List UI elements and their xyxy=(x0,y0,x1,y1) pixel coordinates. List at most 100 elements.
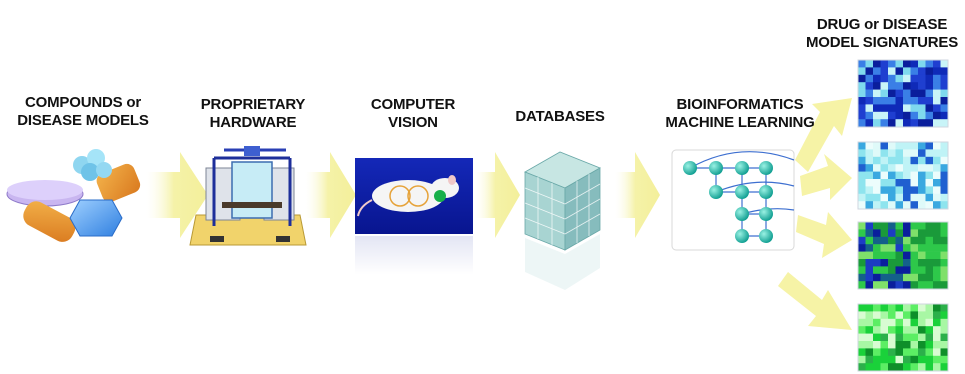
heatmap-cell xyxy=(910,201,919,209)
heatmap-frame xyxy=(857,303,949,372)
label-compounds: COMPOUNDS or DISEASE MODELS xyxy=(8,94,158,130)
heatmap-cell xyxy=(918,229,926,238)
heatmap-cell xyxy=(858,236,866,245)
heatmap-cell xyxy=(910,281,919,289)
heatmap-cell xyxy=(940,311,949,320)
heatmap-cell xyxy=(888,355,896,364)
heatmap-cell xyxy=(910,119,919,127)
heatmap-cell xyxy=(903,149,911,158)
heatmap-cell xyxy=(873,119,881,127)
heatmap-cell xyxy=(858,171,866,180)
heatmap-cell xyxy=(865,229,874,238)
heatmap-cell xyxy=(858,104,866,113)
label-vision-line2: VISION xyxy=(388,114,438,131)
mouse-icon xyxy=(355,158,473,274)
heatmap-cell xyxy=(873,179,881,187)
heatmap-cell xyxy=(858,244,866,252)
heatmap-cell xyxy=(918,201,926,209)
heatmap-cell xyxy=(895,104,904,113)
arrow-fan-1 xyxy=(795,98,852,172)
heatmap-cell xyxy=(903,201,911,209)
heatmap-cell xyxy=(873,193,881,202)
heatmap-cell xyxy=(940,74,949,83)
heatmap-cell xyxy=(940,119,949,127)
heatmap-cell xyxy=(888,304,896,312)
heatmap-cell xyxy=(903,104,911,113)
heatmap-cell xyxy=(880,281,889,289)
heatmap-cell xyxy=(903,355,911,364)
compound-shapes-icon xyxy=(6,149,141,242)
heatmap-cell xyxy=(940,149,949,158)
heatmap-cell xyxy=(910,74,919,83)
heatmap-cell xyxy=(895,179,904,187)
heatmap-cell xyxy=(925,229,934,238)
heatmap-cell xyxy=(888,259,896,267)
heatmap-cell xyxy=(910,304,919,312)
heatmap-cell xyxy=(888,333,896,342)
heatmap-cell xyxy=(858,164,866,172)
heatmap-cell xyxy=(910,229,919,238)
heatmap-cell xyxy=(933,104,941,113)
heatmap-cell xyxy=(933,193,941,202)
heatmap-cell xyxy=(873,244,881,252)
heatmap-cell xyxy=(925,74,934,83)
heatmap-cell xyxy=(858,363,866,371)
heatmap-cell xyxy=(940,171,949,180)
heatmap-cell xyxy=(903,304,911,312)
heatmap-cell xyxy=(888,318,896,327)
heatmap-cell xyxy=(925,60,934,68)
label-vision: COMPUTER VISION xyxy=(348,96,478,132)
heatmap-cell xyxy=(880,355,889,364)
heatmap-cell xyxy=(865,67,874,76)
heatmap-cell xyxy=(940,355,949,364)
heatmap-cell xyxy=(873,186,881,195)
heatmap-cell xyxy=(903,318,911,327)
heatmap-cell xyxy=(873,201,881,209)
heatmap-cell xyxy=(858,149,866,158)
heatmap-cell xyxy=(873,236,881,245)
heatmap-cell xyxy=(895,355,904,364)
heatmap-cell xyxy=(858,304,866,312)
heatmap-cell xyxy=(933,244,941,252)
heatmap-cell xyxy=(925,326,934,334)
label-hardware-line2: HARDWARE xyxy=(209,114,297,131)
heatmap-cell xyxy=(903,82,911,90)
heatmap-cell xyxy=(918,363,926,371)
heatmap-cell xyxy=(918,348,926,357)
heatmap-cell xyxy=(865,89,874,98)
heatmap-cell xyxy=(865,74,874,83)
heatmap-cell xyxy=(925,104,934,113)
heatmap-cell xyxy=(880,60,889,68)
heatmap-cell xyxy=(933,311,941,320)
heatmap-cell xyxy=(918,60,926,68)
heatmap-cell xyxy=(858,266,866,275)
heatmap-cell xyxy=(925,171,934,180)
heatmap-cell xyxy=(925,82,934,90)
heatmap-cell xyxy=(858,311,866,320)
label-compounds-line1: COMPOUNDS or xyxy=(25,94,141,111)
heatmap-cell xyxy=(940,266,949,275)
heatmap-cell xyxy=(903,229,911,238)
heatmap-cell xyxy=(858,326,866,334)
heatmap-cell xyxy=(903,348,911,357)
heatmap-cell xyxy=(903,273,911,282)
heatmap-cell xyxy=(903,251,911,260)
heatmap-cell xyxy=(925,179,934,187)
heatmap-cell xyxy=(940,318,949,327)
heatmap-cell xyxy=(910,244,919,252)
heatmap-cell xyxy=(888,281,896,289)
heatmap-cell xyxy=(895,259,904,267)
heatmap-cell xyxy=(925,149,934,158)
heatmap-cell xyxy=(865,222,874,230)
heatmap-cell xyxy=(903,179,911,187)
heatmap-cell xyxy=(888,363,896,371)
heatmap-cell xyxy=(918,111,926,120)
heatmap-cell xyxy=(940,333,949,342)
heatmap-cell xyxy=(910,104,919,113)
heatmap-cell xyxy=(918,119,926,127)
heatmap-cell xyxy=(918,259,926,267)
heatmap-cell xyxy=(895,97,904,105)
heatmap-cell xyxy=(880,179,889,187)
heatmap-cell xyxy=(940,60,949,68)
